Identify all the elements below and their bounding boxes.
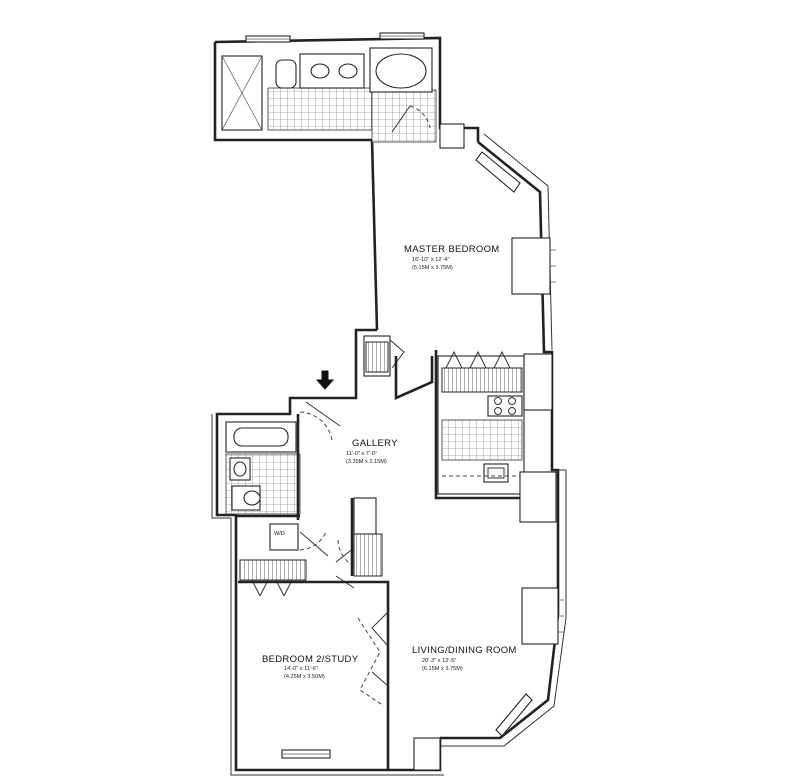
room-dim-metric: (3.35M x 2.15M) bbox=[346, 459, 387, 465]
room-name: MASTER BEDROOM bbox=[404, 244, 500, 255]
bath-floor bbox=[267, 87, 373, 131]
room-dim-metric: (5.15M x 3.75M) bbox=[412, 265, 453, 271]
interior-walls bbox=[236, 350, 520, 770]
master-bedroom-features bbox=[363, 123, 556, 377]
living-room-features bbox=[281, 587, 564, 771]
room-dim-imperial: 16'-10" x 12'-4" bbox=[412, 257, 450, 263]
label-master-bedroom: MASTER BEDROOM 16'-10" x 12'-4" (5.15M x… bbox=[404, 244, 500, 271]
room-name: GALLERY bbox=[352, 438, 398, 449]
cooktop bbox=[487, 395, 523, 417]
label-bedroom-2: BEDROOM 2/STUDY 14'-0" x 11'-6" (4.25M x… bbox=[262, 654, 359, 680]
sink-right bbox=[338, 63, 358, 79]
room-name: BEDROOM 2/STUDY bbox=[262, 654, 359, 665]
label-gallery: GALLERY 11'-0" x 7'-0" (3.35M x 2.15M) bbox=[346, 438, 398, 465]
washer-dryer-closet: W/D bbox=[269, 523, 329, 557]
room-name: LIVING/DINING ROOM bbox=[412, 645, 517, 656]
bath-two bbox=[225, 401, 341, 515]
washer-dryer-label: W/D bbox=[274, 531, 285, 537]
room-dim-metric: (4.25M x 3.50M) bbox=[284, 674, 325, 680]
closets bbox=[239, 497, 383, 597]
sink-left bbox=[310, 63, 330, 79]
toilet bbox=[275, 59, 297, 89]
window-seat bbox=[495, 693, 533, 737]
entry-arrow-icon bbox=[315, 370, 335, 390]
room-dim-imperial: 11'-0" x 7'-0" bbox=[346, 451, 377, 457]
room-dim-imperial: 20'-3" x 12'-5" bbox=[422, 658, 456, 664]
label-living-dining: LIVING/DINING ROOM 20'-3" x 12'-5" (6.15… bbox=[412, 645, 517, 672]
kitchen bbox=[437, 350, 557, 523]
column bbox=[511, 237, 551, 295]
column bbox=[521, 587, 559, 645]
room-dim-metric: (6.15M x 3.75M) bbox=[422, 666, 463, 672]
master-bath bbox=[221, 32, 437, 143]
room-dim-imperial: 14'-0" x 11'-6" bbox=[284, 666, 318, 672]
